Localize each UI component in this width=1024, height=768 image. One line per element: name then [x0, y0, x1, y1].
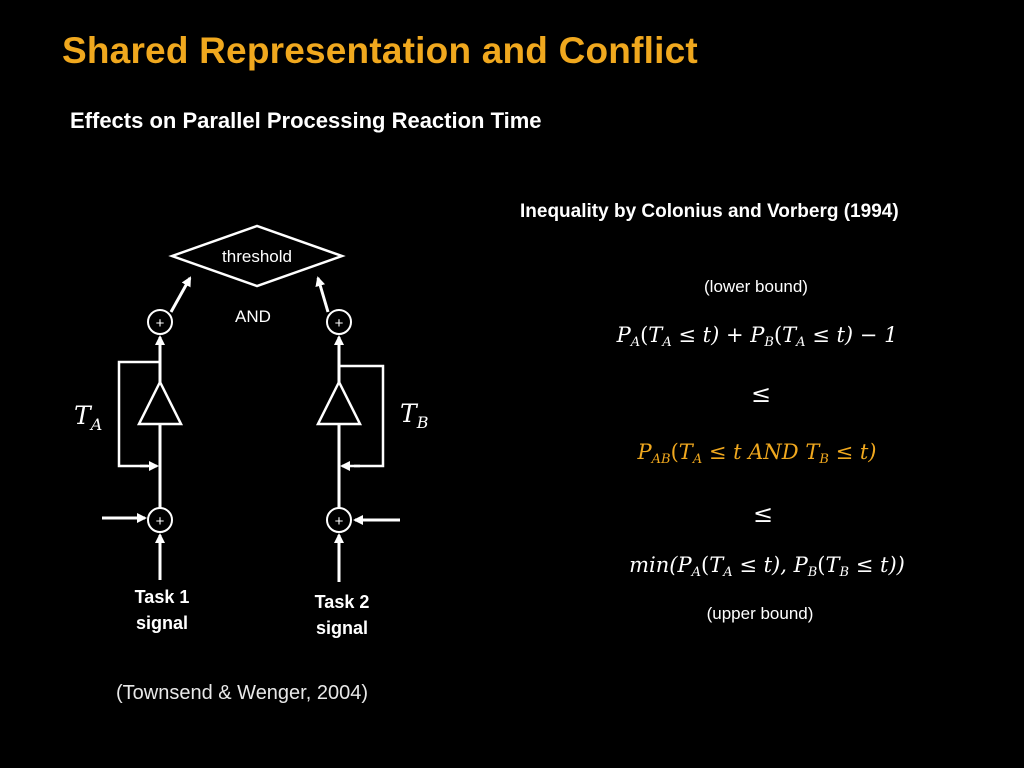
eq-symbol: P: [616, 323, 631, 347]
task1-signal-label: Task 1 signal: [135, 584, 190, 636]
eq-symbol: T: [782, 323, 797, 347]
eq-symbol: P: [637, 440, 652, 464]
eq-text: min(: [629, 553, 678, 577]
eq-subscript: AB: [651, 452, 671, 467]
sum-node-right-top: [326, 309, 352, 335]
amplifier-right: [315, 379, 363, 426]
eq-paren: (: [701, 553, 710, 577]
eq-subscript: B: [807, 565, 818, 580]
eq-text: ≤ t AND: [702, 440, 806, 464]
eq-text: ≤ t) − 1: [805, 323, 898, 347]
slide-subtitle: Effects on Parallel Processing Reaction …: [70, 108, 542, 133]
task-a-time-label: TA: [74, 401, 102, 434]
eq-subscript: A: [723, 565, 733, 580]
sum-node-right-bottom: [326, 507, 352, 533]
eq-text: ≤ t): [828, 440, 877, 464]
sum-symbol-right-top: +: [335, 315, 344, 332]
arrow-left-to-threshold: [169, 276, 192, 313]
threshold-label: threshold: [222, 247, 292, 266]
task2-line2: signal: [315, 618, 369, 638]
leq-symbol-2: ≤: [752, 500, 774, 528]
eq-subscript: A: [630, 335, 641, 350]
task-a-var: T: [74, 401, 93, 430]
eq-paren: (: [640, 323, 649, 347]
eq-subscript: B: [819, 452, 829, 467]
leq-symbol-1: ≤: [750, 380, 772, 408]
eq-subscript: A: [692, 452, 703, 467]
task2-line1: Task 2: [314, 592, 370, 612]
joint-probability-equation: PAB(TA ≤ t AND TB ≤ t): [638, 440, 877, 467]
sum-node-left-top: [147, 309, 173, 335]
sum-symbol-left-bottom: +: [156, 513, 165, 530]
task1-line1: Task 1: [134, 587, 190, 607]
task-a-sub: A: [89, 415, 103, 434]
task-b-time-label: TB: [400, 399, 429, 432]
lower-bound-equation: PA(TA ≤ t) + PB(TA ≤ t) − 1: [617, 323, 898, 350]
eq-symbol: P: [793, 553, 808, 577]
eq-text: ≤ t)): [849, 553, 905, 577]
eq-symbol: T: [648, 323, 663, 347]
sum-symbol-left-top: +: [156, 315, 165, 332]
eq-paren: (: [670, 440, 679, 464]
and-label: AND: [235, 307, 271, 326]
slide-title: Shared Representation and Conflict: [62, 30, 698, 71]
sum-symbol-right-bottom: +: [335, 513, 344, 530]
eq-paren: (: [817, 553, 826, 577]
eq-symbol: T: [678, 440, 693, 464]
eq-subscript: A: [662, 335, 672, 350]
eq-subscript: A: [691, 565, 702, 580]
eq-symbol: T: [709, 553, 724, 577]
lower-bound-label: (lower bound): [704, 277, 808, 296]
eq-symbol: P: [677, 553, 692, 577]
eq-symbol: T: [805, 440, 820, 464]
feedback-loop-left: [117, 360, 160, 468]
eq-text: ≤ t) +: [671, 323, 751, 347]
eq-subscript: B: [839, 565, 850, 580]
threshold-node: [168, 224, 346, 288]
inequality-heading: Inequality by Colonius and Vorberg (1994…: [520, 201, 899, 222]
task2-signal-label: Task 2 signal: [315, 589, 370, 641]
eq-symbol: T: [825, 553, 840, 577]
eq-symbol: P: [750, 323, 765, 347]
upper-bound-label: (upper bound): [706, 604, 814, 623]
citation: (Townsend & Wenger, 2004): [116, 682, 369, 704]
feedback-loop-right: [339, 364, 385, 468]
arrow-right-to-threshold: [315, 276, 330, 313]
eq-text: ≤ t),: [732, 553, 794, 577]
eq-subscript: A: [796, 335, 806, 350]
eq-paren: (: [773, 323, 783, 347]
sum-node-left-bottom: [147, 507, 173, 533]
eq-subscript: B: [764, 335, 774, 350]
task1-line2: signal: [135, 613, 189, 633]
task-b-sub: B: [416, 413, 429, 432]
task-b-var: T: [400, 399, 419, 428]
upper-bound-equation: min(PA(TA ≤ t), PB(TB ≤ t)): [629, 553, 905, 580]
amplifier-left: [136, 379, 184, 426]
